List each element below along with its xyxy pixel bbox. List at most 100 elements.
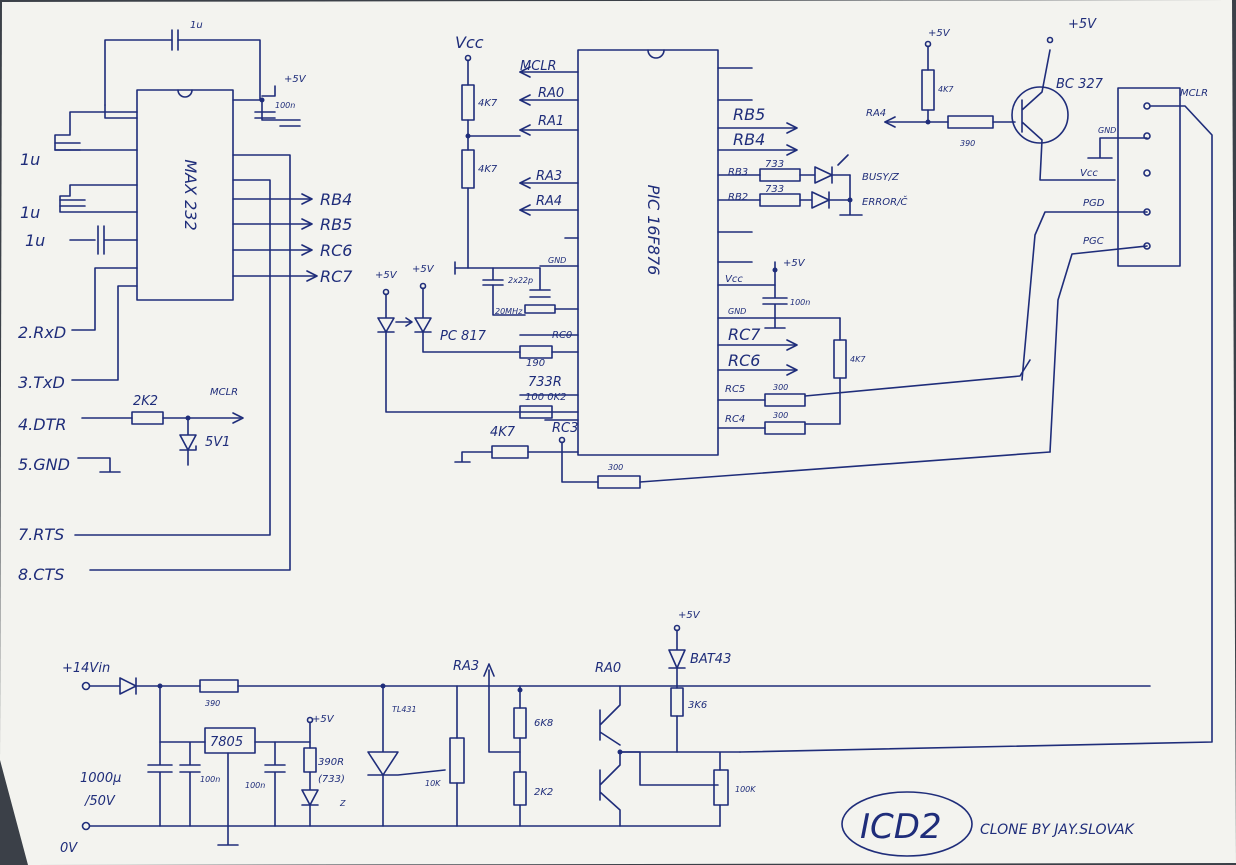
cap-left-1-label: 1u xyxy=(20,150,40,169)
res-pullup-1 xyxy=(461,84,475,121)
power-led-mark: Z xyxy=(339,799,346,808)
cap-big-value: 1000µ xyxy=(80,771,121,786)
res-led-power xyxy=(303,747,317,773)
ra3-label: RA3 xyxy=(453,659,479,674)
res-100-label: 100 0K2 xyxy=(525,392,567,403)
trim-100k xyxy=(713,769,729,806)
icsp-pin-mclr: MCLR xyxy=(1180,88,1208,99)
zener-label: 5V1 xyxy=(205,435,230,450)
max232-chip xyxy=(136,89,234,301)
diode-label: BAT43 xyxy=(690,652,731,667)
max232-notch xyxy=(177,89,193,98)
pic-pin-rb5: RB5 xyxy=(733,105,765,124)
page-subtitle: CLONE BY JAY.SLOVAK xyxy=(980,822,1136,838)
cap-supply-label: 100n xyxy=(275,101,295,110)
cap-decoupling-label: 100n xyxy=(790,298,810,307)
max232-section: MAX 232 1u 1u 1u 1u +5V 100n RB4 RB5 RC6… xyxy=(20,20,353,571)
res-pullup-2 xyxy=(461,149,475,189)
pic-vcc-label: Vcc xyxy=(455,33,484,52)
pic-pin-gnd-left: GND xyxy=(548,256,566,265)
cap-100n-2-label: 100n xyxy=(245,781,265,790)
cap-100n-2 xyxy=(264,741,286,827)
transistor-name: BC 327 xyxy=(1056,77,1104,92)
res-led-busy-label: 733 xyxy=(765,159,784,170)
pic-notch xyxy=(647,49,665,59)
res-2k2-label: 2K2 xyxy=(534,787,553,798)
pic-section: PIC 16F876 MCLR RA0 RA1 RA3 RA4 GND RC0 … xyxy=(375,33,1051,489)
pic-pin-ra4: RA4 xyxy=(536,194,562,209)
res-rc5-pullup xyxy=(833,339,847,379)
regulator-7805 xyxy=(204,727,256,754)
title-ellipse xyxy=(841,791,973,857)
res-6k8 xyxy=(513,707,527,739)
crystal-caps-label: 2x22p xyxy=(508,276,533,285)
max232-out-rb5: RB5 xyxy=(320,215,352,234)
opto-label: PC 817 xyxy=(440,329,487,344)
cap-top xyxy=(171,29,179,51)
cap-big-voltage: /50V xyxy=(84,794,116,809)
db9-pin-dtr: 4.DTR xyxy=(18,415,66,434)
icsp-pin-gnd: GND xyxy=(1098,126,1116,135)
max232-out-rb4: RB4 xyxy=(320,190,352,209)
tl431-label: TL431 xyxy=(392,705,417,714)
led-error xyxy=(799,191,851,209)
opto-transistor xyxy=(414,287,521,353)
pic-chip-label: PIC 16F876 xyxy=(644,185,663,276)
db9-pin-cts: 8.CTS xyxy=(18,565,64,584)
opto-supply-2: +5V xyxy=(412,264,435,275)
transistor-section: +5V 4K7 RA4 390 +5V BC 327 xyxy=(866,17,1116,181)
transistor-base-net: RA4 xyxy=(866,108,886,119)
icsp-section: MCLR GND Vcc PGD PGC xyxy=(739,87,1213,753)
res-rc3-series xyxy=(597,475,641,489)
bc327-transistor xyxy=(1011,86,1069,144)
res-base xyxy=(947,115,994,129)
res-rc3-series-label: 300 xyxy=(608,463,623,472)
res-bias xyxy=(921,69,935,111)
power-ground-label: 0V xyxy=(60,841,78,856)
cap-left-2-label: 1u xyxy=(20,203,40,222)
pic-pin-rb3: RB3 xyxy=(728,167,748,178)
res-rc3-pulldown-label: 4K7 xyxy=(490,425,516,440)
pic-pin-rc0: RC0 xyxy=(552,330,572,341)
cap-supply xyxy=(254,111,276,119)
regulator-label: 7805 xyxy=(210,735,243,750)
res-bias-label: 4K7 xyxy=(938,85,954,94)
icsp-pin-pgd: PGD xyxy=(1083,198,1105,209)
res-base-label: 390 xyxy=(960,139,975,148)
cap-left-2 xyxy=(59,199,86,207)
res-rc5-pullup-label: 4K7 xyxy=(850,355,866,364)
cap-big xyxy=(147,685,173,827)
bat43-diode xyxy=(668,629,686,753)
ra0-label: RA0 xyxy=(595,661,621,676)
led-supply-label: +5V xyxy=(312,714,335,725)
db9-pin-rts: 7.RTS xyxy=(18,525,64,544)
cap-decoupling xyxy=(762,261,788,329)
res-100 xyxy=(519,405,553,419)
power-section: +14Vin 0V 390 1000µ /50V 7805 100n 100n … xyxy=(60,610,1151,856)
input-diode xyxy=(89,677,1151,695)
max232-out-rc7: RC7 xyxy=(320,267,353,286)
max232-out-rc6: RC6 xyxy=(320,241,352,260)
res-rc5-label: 300 xyxy=(773,383,788,392)
pic-pin-ra3: RA3 xyxy=(536,169,562,184)
power-input-label: +14Vin xyxy=(62,661,110,676)
opto-supply-1: +5V xyxy=(375,270,398,281)
bias-supply-label: +5V xyxy=(928,28,951,39)
cap-top-label: 1u xyxy=(190,20,203,31)
led-busy xyxy=(799,166,851,184)
icsp-connector xyxy=(1117,87,1181,267)
res-led-power-alt: (733) xyxy=(318,774,345,785)
res-pullup-2-label: 4K7 xyxy=(478,164,498,175)
res-rc4 xyxy=(764,421,806,435)
res-rc0-label: 190 xyxy=(526,358,545,369)
pic-pin-rc3: RC3 xyxy=(552,421,578,436)
res-733-label: 733R xyxy=(528,375,562,390)
opto-led xyxy=(377,293,579,413)
cap-left-1 xyxy=(54,142,81,151)
res-rc4-label: 300 xyxy=(773,411,788,420)
dtr-net-label: MCLR xyxy=(210,387,238,398)
db9-section: 2.RxD 3.TxD 4.DTR 5.GND 7.RTS 8.CTS 2K2 … xyxy=(18,323,244,584)
tl431-reference xyxy=(367,685,446,827)
res-rc3-pulldown xyxy=(491,445,529,459)
